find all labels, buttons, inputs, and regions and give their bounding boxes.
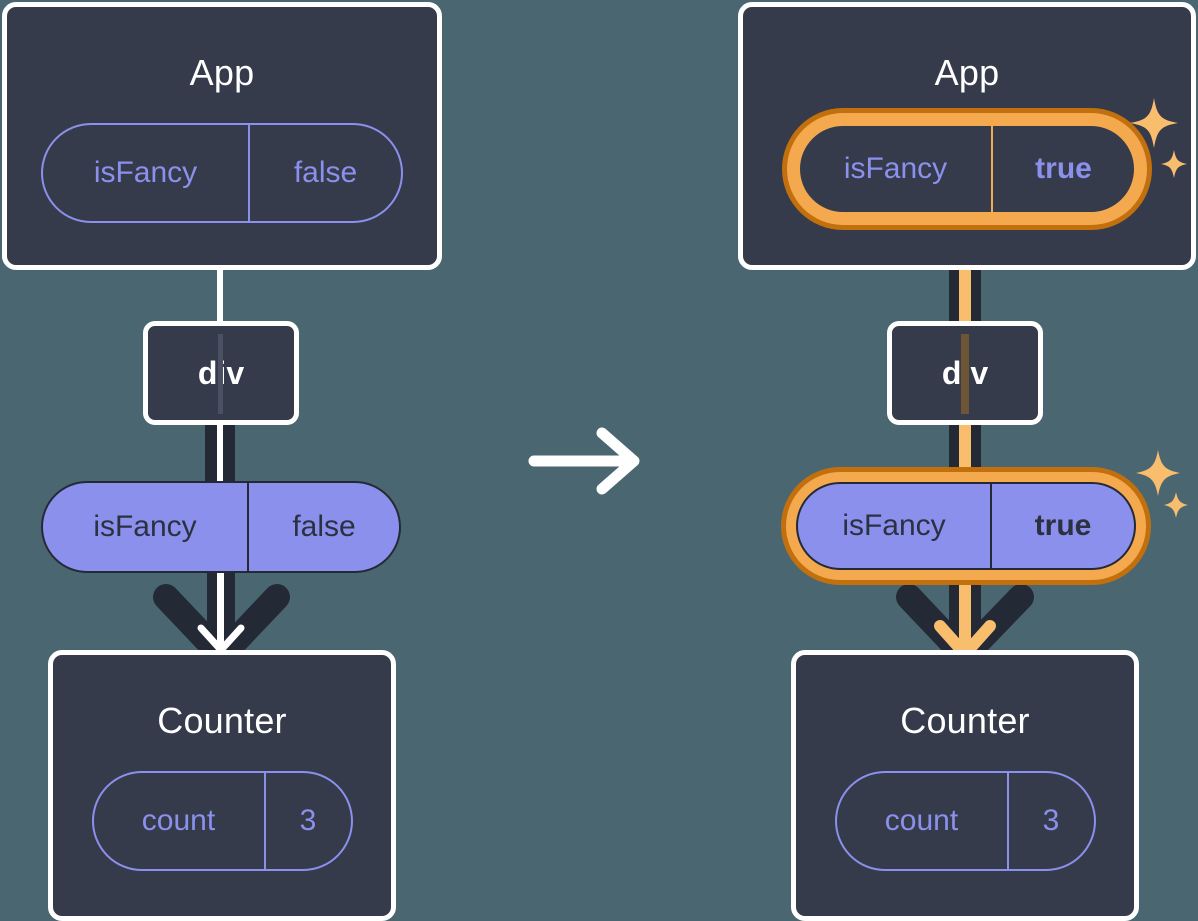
app-component-before: App isFancy false (2, 2, 442, 270)
app-component-after: App isFancy true (738, 2, 1196, 270)
prop-pill-wrapper-before: isFancy false (41, 481, 401, 573)
prop-pill-after: isFancy true (796, 482, 1136, 570)
prop-pill-wrapper-after: isFancy true (786, 472, 1146, 580)
prop-pill-before: isFancy false (41, 481, 401, 573)
wire-app-to-div-before (217, 262, 223, 324)
counter-state-key-before: count (94, 773, 266, 869)
counter-state-pill-after: count 3 (834, 771, 1096, 871)
app-state-pill-after: isFancy true (797, 123, 1137, 215)
counter-title-after: Counter (900, 700, 1030, 741)
app-state-value-before: false (293, 156, 358, 189)
counter-component-before: Counter count 3 (48, 650, 396, 921)
transition-arrow-icon (528, 427, 640, 495)
prop-value-after: true (1034, 509, 1092, 542)
counter-state-value-after: 3 (1042, 804, 1060, 837)
app-state-highlight-ring-after: isFancy true (787, 113, 1147, 225)
counter-title-before: Counter (157, 700, 287, 741)
counter-component-after: Counter count 3 (791, 650, 1139, 921)
wire-through-div-after (961, 334, 969, 414)
app-title-before: App (189, 52, 255, 93)
prop-highlight-ring-after: isFancy true (786, 472, 1146, 580)
counter-state-pill-before: count 3 (91, 771, 353, 871)
prop-value-before: false (292, 510, 356, 543)
wire-div-to-prop-line-after (959, 420, 971, 486)
wire-div-to-prop-line-before (217, 420, 223, 485)
app-state-key-after: isFancy (800, 126, 993, 212)
app-state-value-after: true (1035, 152, 1092, 185)
counter-state-value-before: 3 (299, 804, 317, 837)
app-title-after: App (934, 52, 1000, 93)
prop-key-before: isFancy (43, 483, 249, 571)
app-state-pill-before: isFancy false (41, 123, 403, 223)
wire-through-div-before (218, 334, 223, 414)
app-state-key-before: isFancy (43, 125, 250, 221)
prop-key-after: isFancy (798, 484, 992, 568)
counter-state-key-after: count (837, 773, 1009, 869)
